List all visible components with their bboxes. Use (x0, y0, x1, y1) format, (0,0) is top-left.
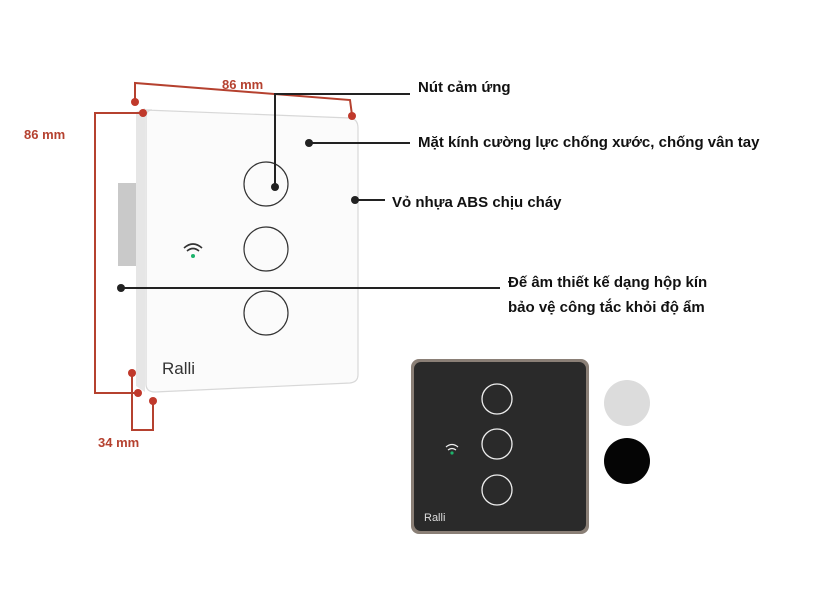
leader-dots (117, 139, 359, 292)
white-switch-edge (136, 108, 145, 392)
black-wifi-icon (445, 443, 459, 455)
depth-label: 34 mm (98, 435, 140, 450)
white-switch-panel (144, 109, 359, 393)
callout-shell: Vỏ nhựa ABS chịu cháy (392, 194, 562, 211)
swatch-black (604, 438, 650, 484)
dimension-dots (128, 98, 356, 405)
callout-base-line2: bảo vệ công tắc khỏi độ ẩm (508, 299, 705, 316)
touch-button-2 (243, 226, 289, 272)
brand-logo-white: Ralli (162, 359, 196, 378)
black-switch-buttons (481, 383, 513, 506)
leader-lines (121, 93, 500, 289)
height-label: 86 mm (24, 127, 66, 142)
touch-button-1 (243, 161, 289, 207)
dimension-lines (94, 81, 353, 431)
wifi-icon (183, 243, 203, 258)
back-box (118, 183, 136, 266)
swatch-white (604, 380, 650, 426)
black-switch-panel (414, 362, 586, 531)
white-switch-buttons (243, 161, 289, 336)
brand-logo-black: Ralli (424, 512, 446, 524)
callout-touch-button: Nút cảm ứng (418, 79, 511, 96)
width-label: 86 mm (222, 77, 264, 92)
callout-base-line1: Đế âm thiết kế dạng hộp kín (508, 274, 708, 291)
callout-glass: Mặt kính cường lực chống xước, chống vân… (418, 134, 760, 151)
touch-button-3 (243, 290, 289, 336)
